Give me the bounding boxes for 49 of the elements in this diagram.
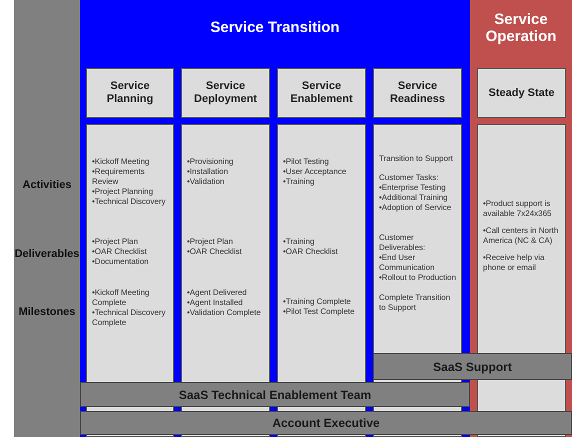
bullet-text: •Pilot Test Complete [283,307,356,317]
team-bar: SaaS Technical Enablement Team [80,382,470,407]
bullet-text: •Rollout to Production [379,273,458,283]
stage-header: Service Deployment [181,68,270,118]
bullet-text: •Receive help via phone or email [483,253,546,273]
bullet-text: •Additional Training [379,193,449,203]
bullet-text: •Training Complete [283,297,352,307]
team-bar: Account Executive [80,411,572,435]
bullet-text: •Project Plan [187,237,234,247]
stage-header: Service Enablement [277,68,366,118]
bullet-text: •Call centers in North America (NC & CA) [483,226,560,246]
bullet-text: •Product support is available 7x24x365 [483,199,552,219]
row-label: Milestones [18,305,76,320]
bullet-text: Customer Deliverables: [379,233,426,253]
bullet-text: •Documentation [92,257,150,267]
bullet-text: •Adoption of Service [379,203,452,213]
phase-title: Service Operation [484,10,558,44]
phase-title: Service Transition [209,19,341,36]
row-label: Activities [22,178,72,193]
bullet-text: •Agent Installed [187,298,244,308]
bullet-text: •Provisioning [187,157,234,167]
bullet-text: •Pilot Testing [283,157,330,167]
bullet-text: Complete Transition to Support [379,293,452,313]
stage-header: Service Planning [86,68,174,118]
bullet-text: •End User Communication [379,253,436,273]
bullet-text: •Training [283,237,316,247]
row-label: Deliverables [14,247,80,262]
bullet-text: •Project Planning [92,187,154,197]
bullet-text: •Requirements Review [92,167,146,187]
stage-header: Steady State [477,68,566,118]
bullet-text: •Technical Discovery [92,197,166,207]
team-bar: SaaS Support [373,353,572,380]
bullet-text: •OAR Checklist [283,247,339,257]
bullet-text: •OAR Checklist [187,247,243,257]
bullet-text: •User Acceptance [283,167,348,177]
bullet-text: •Project Plan [92,237,139,247]
bullet-text: •Training [283,177,316,187]
bullet-text: •Validation Complete [187,308,262,318]
bullet-text: Transition to Support [379,154,454,164]
bullet-text: •Validation [187,177,226,187]
stage-header: Service Readiness [373,68,462,118]
bullet-text: •Technical Discovery Complete [92,308,166,328]
bullet-text: •Kickoff Meeting [92,157,150,167]
bullet-text: •Kickoff Meeting Complete [92,288,150,308]
bullet-text: •Enterprise Testing [379,183,447,193]
bullet-text: Customer Tasks: [379,173,440,183]
bullet-text: •OAR Checklist [92,247,148,257]
bullet-text: •Installation [187,167,230,177]
bullet-text: •Agent Delivered [187,288,248,298]
